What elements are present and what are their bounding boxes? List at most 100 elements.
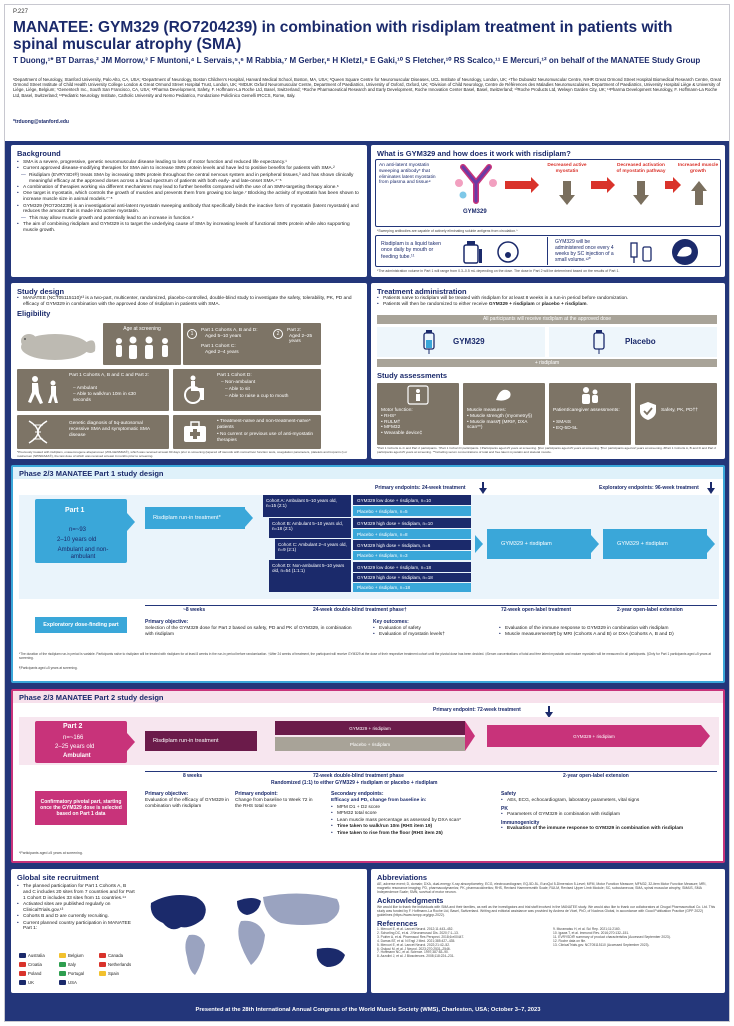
background-item: GYM329 (RO7204239) is an investigational… bbox=[17, 204, 361, 216]
flag-icon bbox=[59, 962, 66, 967]
down-arrow-2-icon bbox=[633, 181, 649, 205]
affiliations: ¹Department of Neurology, Stanford Unive… bbox=[13, 77, 721, 98]
motor-item: • RULM† bbox=[381, 419, 401, 425]
ages-box bbox=[183, 323, 321, 365]
part2-arm-arrow-icon bbox=[465, 721, 475, 751]
background-list: SMA is a severe, progressive, genetic ne… bbox=[17, 160, 361, 234]
flag-icon bbox=[19, 962, 26, 967]
part2-pe-title: Primary endpoint: bbox=[235, 791, 278, 797]
part1-ab-label: Part 1 Cohorts A, B and D: bbox=[201, 328, 258, 333]
part1-c-age: Aged 2–4 years bbox=[205, 350, 239, 355]
admin-box bbox=[375, 235, 721, 267]
country-name: Netherlands bbox=[108, 962, 132, 967]
recruitment-item: Cohorts B and D are currently recruiting… bbox=[17, 914, 135, 920]
motor-box bbox=[377, 383, 459, 445]
ambulant-box bbox=[17, 369, 169, 411]
age-header: Age at screening bbox=[123, 326, 161, 332]
part1-exploratory-marker-icon bbox=[707, 481, 715, 494]
down-arrow-1-icon bbox=[559, 181, 575, 205]
part2-pk-title: PK bbox=[501, 806, 508, 812]
part2-tl-3: 2-year open-label extension bbox=[563, 773, 629, 779]
background-item: Risdiplam (EVRYSDI®) treats SMA by incre… bbox=[17, 173, 361, 185]
arm-a1: GYM329 low dose + risdiplam, n=10 bbox=[353, 495, 471, 505]
part1-timeline-line bbox=[145, 605, 717, 606]
what-is-panel: What is GYM329 and how does it work with… bbox=[371, 145, 725, 277]
references-col-1: 1. Mercuri E, et al. Lancet Neurol. 2012… bbox=[377, 927, 547, 959]
reference-item: 8. Azzolini J, et al. J Biosciences. 200… bbox=[377, 954, 455, 959]
placebo-arm-label: Placebo bbox=[625, 337, 656, 346]
part2-title: Phase 2/3 MANATEE Part 2 study design bbox=[19, 693, 164, 702]
cohort-d: Cohort D: Non-ambulant 5–10 years old, n… bbox=[269, 560, 351, 592]
background-item: One target is myostatin, which controls … bbox=[17, 191, 361, 203]
poster: P.227 MANATEE: GYM329 (RO7204239) in com… bbox=[4, 4, 730, 1022]
references-col-2: 9. Muramatsu H, et al. Sci Rep. 2021;11:… bbox=[553, 927, 717, 959]
antibody-icon bbox=[451, 161, 501, 207]
part2-age: 2–25 years old bbox=[55, 744, 95, 750]
arm-b2: Placebo + risdiplam, n=8 bbox=[353, 529, 471, 539]
country-portugal: Portugal bbox=[59, 971, 84, 976]
part1-arrow-icon bbox=[127, 513, 135, 531]
background-panel: Background SMA is a severe, progressive,… bbox=[11, 145, 367, 277]
muscle-item: • Muscle mass¶ (MRI#, DXA scan**) bbox=[467, 419, 528, 431]
authors: T Duong,¹* BT Darras,² JM Morrow,³ F Mun… bbox=[13, 56, 701, 65]
part1-primary-endpoints: Primary endpoints: 24-week treatment bbox=[375, 485, 466, 491]
abbreviations-title: Abbreviations bbox=[377, 873, 428, 882]
part1-amb: Ambulant and non-ambulant bbox=[57, 547, 109, 560]
plus-risdiplam-bar: + risdiplam bbox=[377, 359, 717, 367]
part1-ol1-arrow-icon bbox=[591, 535, 599, 553]
part1-runin-arrow-icon bbox=[245, 509, 253, 527]
flag-icon bbox=[19, 980, 26, 985]
walking-icon bbox=[25, 375, 65, 405]
motor-list: • RHS*• RULM†• MFM32• Wearable device‡ bbox=[381, 414, 422, 436]
study-design-text: MANATEE (NCT05115110)¹³ is a two-part, m… bbox=[17, 296, 361, 308]
country-australia: Australia bbox=[19, 953, 45, 958]
arrow-1-icon bbox=[505, 181, 533, 189]
country-name: Italy bbox=[68, 962, 76, 967]
part1-key-col1: Evaluation of safetyEvaluation of myosta… bbox=[373, 626, 493, 639]
country-name: Portugal bbox=[68, 971, 85, 976]
part1-runin-bar: Risdiplam run-in treatment* bbox=[145, 507, 245, 529]
country-uk: UK bbox=[19, 980, 34, 985]
antibody-text: An anti-latent myostatin sweeping antibo… bbox=[379, 163, 436, 186]
mechanism-box bbox=[375, 159, 721, 227]
part1-ol2-arrow-icon bbox=[707, 535, 715, 553]
recruitment-list: The planned participation for Part 1 Coh… bbox=[17, 884, 135, 932]
flag-icon bbox=[59, 971, 66, 976]
cohort-a: Cohort A: Ambulant 5–10 years old, n=15 … bbox=[263, 495, 351, 517]
part2-se-list: MFM D1 + D2 scoreMFM32 total scoreLean m… bbox=[331, 805, 501, 837]
part1-footnote: *The duration of the risdiplam run-in pe… bbox=[19, 652, 712, 660]
reference-item: 12. Roche data on file. bbox=[553, 938, 586, 943]
email[interactable]: *trduong@stanford.edu bbox=[13, 119, 69, 125]
reference-item: 6. Oskoui M, et al. J Neurol. 2023;270:2… bbox=[377, 946, 451, 951]
part2-ol-arrow-icon bbox=[701, 725, 710, 747]
part1-title: Phase 2/3 MANATEE Part 1 study design bbox=[19, 469, 164, 478]
part1-primary-marker-icon bbox=[479, 481, 487, 494]
reference-item: 1. Mercuri E, et al. Lancet Neurol. 2012… bbox=[377, 927, 454, 931]
motor-item: • MFM32 bbox=[381, 425, 401, 431]
genetic-box bbox=[17, 415, 169, 449]
muscle-item: • Muscle strength (myometry§) bbox=[467, 414, 533, 419]
recruitment-panel: Global site recruitment The planned part… bbox=[11, 869, 367, 993]
reference-item: 11. EVRYSDI® summary of product characte… bbox=[553, 934, 671, 939]
key-3: Evaluation of the immune response to GYM… bbox=[499, 626, 721, 632]
part2-se-sub: Efficacy and PD, change from baseline in… bbox=[331, 798, 427, 803]
content-band: Background SMA is a severe, progressive,… bbox=[5, 141, 729, 1015]
nonamb-item-1: – Non-ambulant bbox=[221, 380, 256, 385]
country-italy: Italy bbox=[59, 962, 76, 967]
arm-a2: Placebo + risdiplam, n=5 bbox=[353, 506, 471, 516]
patient-title: Patient/caregiver assessments: bbox=[553, 408, 620, 413]
safety-icon bbox=[639, 401, 657, 421]
reference-item: 9. Muramatsu H, et al. Sci Rep. 2021;11:… bbox=[553, 927, 621, 931]
step-1-text: Decreased active myostatin bbox=[547, 163, 587, 174]
key-4: Muscle measurements¶ by MRI (Cohorts A a… bbox=[499, 632, 721, 638]
part1-exploratory-endpoints: Exploratory endpoints: 96-week treatment bbox=[599, 485, 699, 491]
reference-item: 13. ClinicalTrials.gov. NCT05115110 (Acc… bbox=[553, 942, 650, 947]
reference-item: 4. Darras BT, et al. N Engl J Med. 2021;… bbox=[377, 938, 456, 943]
reference-item: 5. Mercuri E, et al. Lancet Neurol. 2022… bbox=[377, 942, 450, 947]
flag-icon bbox=[19, 953, 26, 958]
part1-n: n=~93 bbox=[69, 527, 87, 533]
gym329-label: GYM329 bbox=[463, 209, 487, 215]
recruitment-title: Global site recruitment bbox=[17, 873, 99, 882]
part2-safety-text: AEs, ECG, echocardiogram, laboratory par… bbox=[501, 798, 721, 804]
part2-timeline-line bbox=[145, 771, 717, 772]
